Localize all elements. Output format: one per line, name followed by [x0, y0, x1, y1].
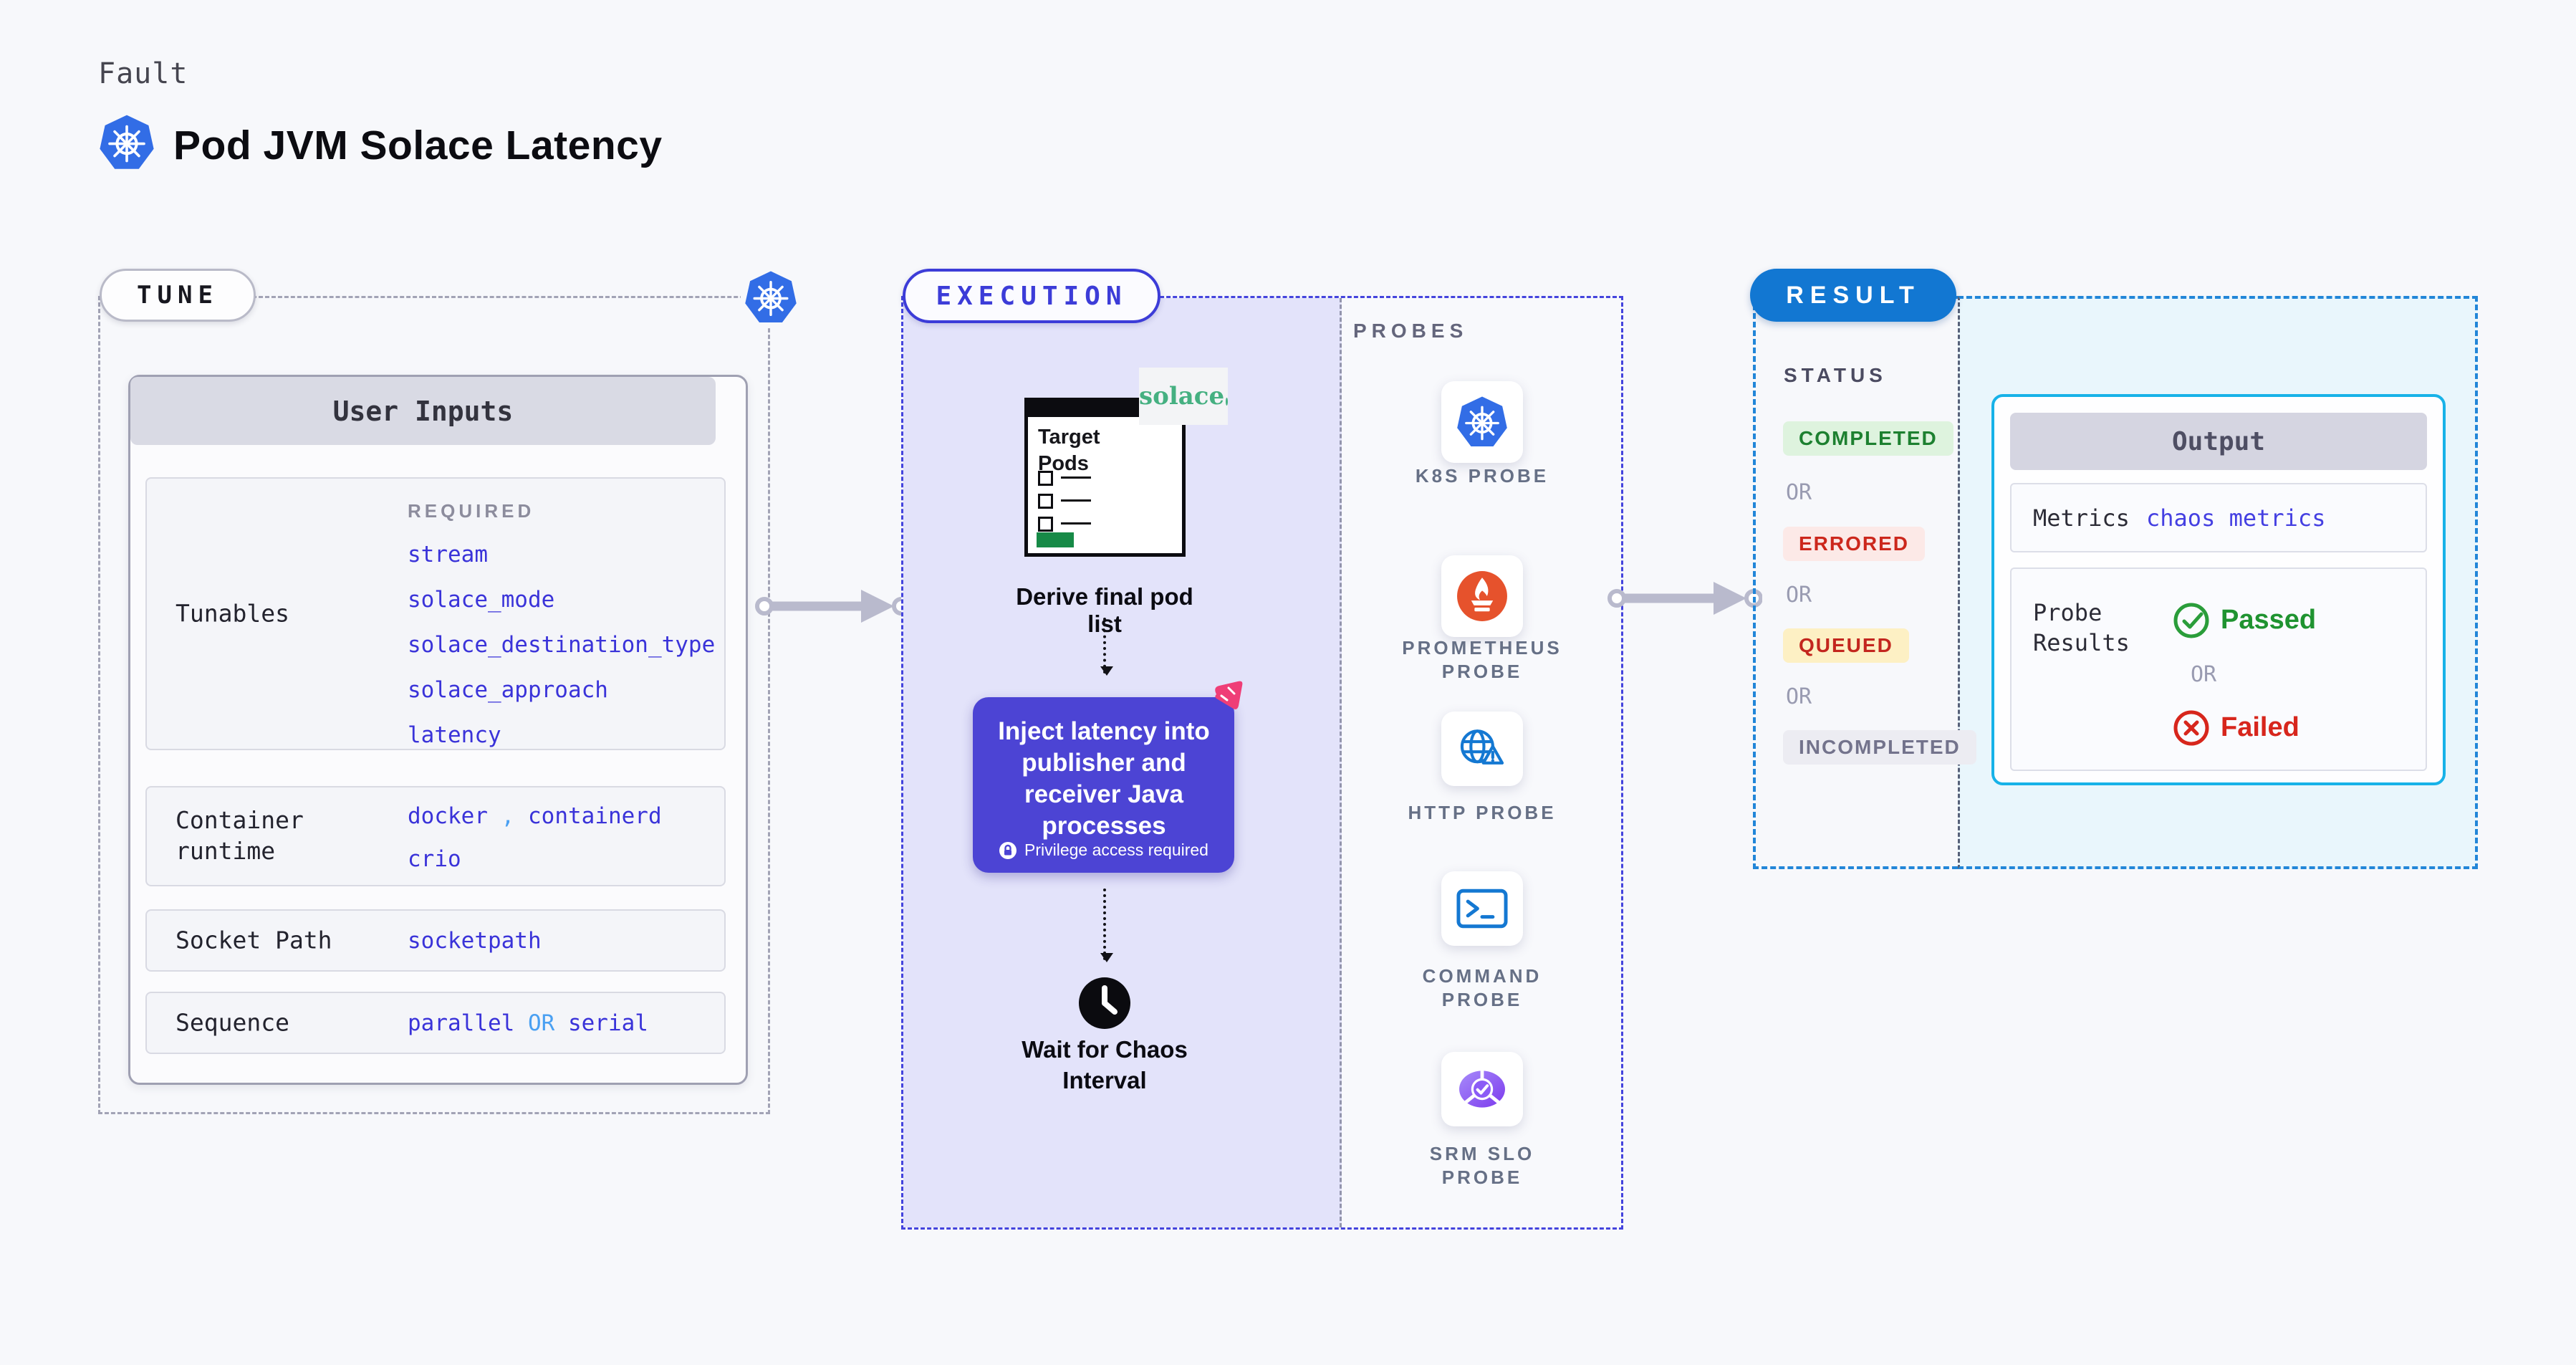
wait-chaos-interval-label: Wait for Chaos Interval — [1022, 1036, 1188, 1093]
privilege-note: Privilege access required — [973, 840, 1234, 860]
privilege-label: Privilege access required — [1024, 840, 1208, 859]
metrics-value: chaos metrics — [2146, 504, 2326, 532]
sequence-label: Sequence — [176, 1008, 289, 1037]
status-badge-errored: ERRORED — [1783, 527, 1926, 561]
or-label: OR — [1786, 480, 1812, 505]
socket-path-value: socketpath — [408, 927, 542, 954]
runtime-value: crio — [408, 846, 461, 872]
checkbox-icon — [1038, 471, 1053, 486]
probe-label: COMMAND PROBE — [1422, 965, 1542, 1010]
required-tag: REQUIRED — [408, 500, 535, 522]
tunables-values: REQUIRED stream solace_mode solace_desti… — [408, 479, 715, 748]
runtime-separator: , — [501, 803, 515, 829]
metrics-row: Metrics chaos metrics — [2010, 483, 2427, 552]
green-button-graphic — [1037, 532, 1074, 547]
lock-icon — [999, 841, 1017, 859]
dotted-arrow-down — [1100, 889, 1113, 962]
inject-latency-step: Inject latency into publisher and receiv… — [973, 697, 1234, 873]
prometheus-probe-icon — [1457, 571, 1507, 621]
result-pill: RESULT — [1750, 269, 1956, 322]
status-label: STATUS — [1784, 364, 1887, 386]
tune-section-box — [98, 296, 770, 1114]
container-runtime-values: docker , containerd crio — [408, 787, 662, 872]
chaos-experiment-icon — [1215, 681, 1243, 709]
passed-label: Passed — [2221, 605, 2317, 635]
http-probe-card — [1441, 712, 1523, 786]
runtime-value: docker — [408, 803, 488, 829]
metrics-label: Metrics — [2033, 504, 2130, 532]
srm-slo-probe-card — [1441, 1052, 1523, 1126]
prometheus-probe-card — [1441, 555, 1523, 637]
solace-logo-dot — [1226, 397, 1228, 406]
passed-check-icon — [2173, 603, 2209, 638]
flow-arrow-tune-to-execution — [755, 590, 910, 623]
tunable-value: solace_destination_type — [408, 632, 716, 658]
kubernetes-probe-icon — [1456, 396, 1509, 449]
tunable-value: solace_approach — [408, 677, 608, 703]
sequence-or: OR — [527, 1010, 555, 1036]
execution-pill: EXECUTION — [903, 269, 1160, 323]
failed-label: Failed — [2221, 712, 2299, 742]
sequence-row: Sequence parallel OR serial — [145, 992, 726, 1054]
probes-section-label: PROBES — [1353, 320, 1469, 342]
probe-results-row: Probe Results Passed OR Failed — [2010, 567, 2427, 771]
target-pods-window: Target Pods — [1024, 398, 1186, 557]
probe-label: HTTP PROBE — [1408, 802, 1557, 823]
output-card: Output Metrics chaos metrics Probe Resul… — [1991, 394, 2446, 785]
tunable-value: latency — [408, 722, 501, 748]
list-line — [1061, 476, 1091, 479]
dotted-arrow-down — [1100, 618, 1113, 676]
tunables-label: Tunables — [176, 599, 289, 628]
probe-label: PROMETHEUS PROBE — [1402, 637, 1562, 682]
user-inputs-card: User Inputs Tunables REQUIRED stream sol… — [128, 375, 748, 1085]
list-line — [1061, 499, 1091, 502]
command-probe-icon — [1456, 889, 1508, 929]
solace-logo: solace — [1139, 368, 1228, 425]
command-probe-card — [1441, 871, 1523, 946]
inject-latency-label: Inject latency into publisher and receiv… — [998, 717, 1210, 840]
k8s-probe-card — [1441, 381, 1523, 463]
tunable-value: solace_mode — [408, 587, 555, 613]
status-badge-completed: COMPLETED — [1783, 421, 1953, 456]
container-runtime-label: Container runtime — [176, 806, 304, 865]
list-line — [1061, 522, 1091, 525]
user-inputs-title: User Inputs — [130, 377, 716, 445]
probe-results-label: Probe Results — [2033, 599, 2130, 656]
failed-x-icon — [2173, 710, 2209, 746]
status-badge-queued: QUEUED — [1783, 628, 1909, 663]
clock-icon — [1079, 977, 1130, 1029]
tunable-value: stream — [408, 542, 488, 567]
sequence-value: parallel — [408, 1010, 515, 1036]
kubernetes-icon — [98, 113, 155, 172]
kubernetes-corner-icon — [741, 267, 801, 328]
sequence-values: parallel OR serial — [408, 1010, 648, 1036]
tune-pill: TUNE — [100, 269, 256, 322]
checkbox-icon — [1038, 517, 1053, 532]
page-title: Pod JVM Solace Latency — [173, 123, 663, 168]
container-runtime-row: Container runtime docker , containerd cr… — [145, 786, 726, 886]
checkbox-icon — [1038, 494, 1053, 509]
output-title: Output — [2010, 413, 2427, 470]
socket-path-row: Socket Path socketpath — [145, 909, 726, 972]
target-pods-label: Target Pods — [1038, 426, 1100, 475]
status-badge-incompleted: INCOMPLETED — [1783, 730, 1976, 765]
sequence-value: serial — [567, 1010, 648, 1036]
or-label: OR — [1786, 684, 1812, 709]
fault-eyebrow: Fault — [98, 57, 188, 90]
socket-path-label: Socket Path — [176, 926, 332, 954]
tunables-row: Tunables REQUIRED stream solace_mode sol… — [145, 477, 726, 750]
or-label: OR — [2191, 662, 2217, 687]
flow-arrow-probes-to-result — [1607, 582, 1762, 615]
probe-label: K8S PROBE — [1415, 465, 1549, 487]
probe-label: SRM SLO PROBE — [1429, 1143, 1535, 1188]
or-label: OR — [1786, 583, 1812, 608]
http-probe-icon — [1460, 729, 1504, 765]
runtime-value: containerd — [528, 803, 662, 829]
srm-slo-probe-icon — [1459, 1069, 1505, 1108]
solace-logo-text: solace — [1139, 382, 1225, 411]
